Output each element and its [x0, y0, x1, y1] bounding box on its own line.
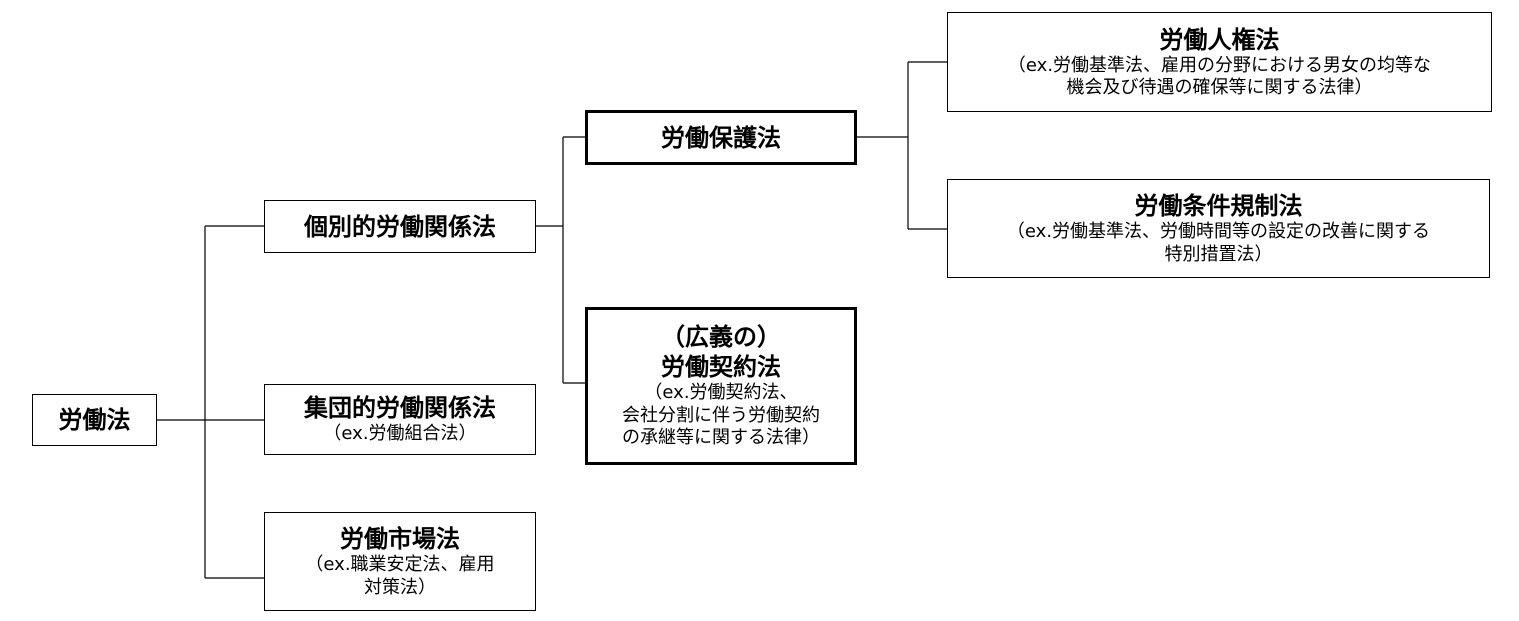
node-title: 労働人権法	[1159, 25, 1280, 54]
node-example-line-2: 特別措置法）	[1164, 243, 1273, 265]
node-example: （ex.労働組合法）	[323, 423, 477, 445]
node-example-line-2: 機会及び待遇の確保等に関する法律）	[1066, 77, 1373, 98]
node-labor-contract-law-broad: （広義の） 労働契約法 （ex.労働契約法、 会社分割に伴う労働契約 の承継等に…	[585, 307, 857, 465]
node-example-line-2: 対策法）	[364, 576, 436, 598]
node-individual-labor-relations-law: 個別的労働関係法	[264, 200, 536, 253]
node-example-line-1: （ex.職業安定法、雇用	[305, 554, 495, 575]
node-labor-law: 労働法	[32, 394, 157, 446]
node-example-line-1: （ex.労働基準法、労働時間等の設定の改善に関する	[1006, 221, 1431, 242]
node-title-line-1: （広義の）	[661, 323, 781, 352]
node-title: 労働市場法	[340, 525, 460, 553]
node-labor-conditions-regulation-law: 労働条件規制法 （ex.労働基準法、労働時間等の設定の改善に関する 特別措置法）	[947, 179, 1490, 278]
node-title: 集団的労働関係法	[304, 394, 496, 423]
node-collective-labor-relations-law: 集団的労働関係法 （ex.労働組合法）	[264, 384, 536, 455]
node-title-line-2: 労働契約法	[661, 353, 781, 382]
node-title: 労働法	[58, 406, 131, 434]
node-title: 労働保護法	[661, 123, 781, 152]
node-example-line-3: の承継等に関する法律）	[622, 427, 820, 449]
node-example-line-1: （ex.労働契約法、	[644, 382, 798, 404]
node-title: 労働条件規制法	[1134, 192, 1303, 220]
node-example-line-1: （ex.労働基準法、雇用の分野における男女の均等な	[1007, 54, 1432, 76]
node-labor-market-law: 労働市場法 （ex.職業安定法、雇用 対策法）	[264, 512, 536, 611]
node-labor-human-rights-law: 労働人権法 （ex.労働基準法、雇用の分野における男女の均等な 機会及び待遇の確…	[947, 12, 1492, 112]
node-title: 個別的労働関係法	[304, 212, 496, 241]
node-labor-protection-law: 労働保護法	[585, 110, 857, 165]
node-example-line-2: 会社分割に伴う労働契約	[622, 404, 820, 426]
